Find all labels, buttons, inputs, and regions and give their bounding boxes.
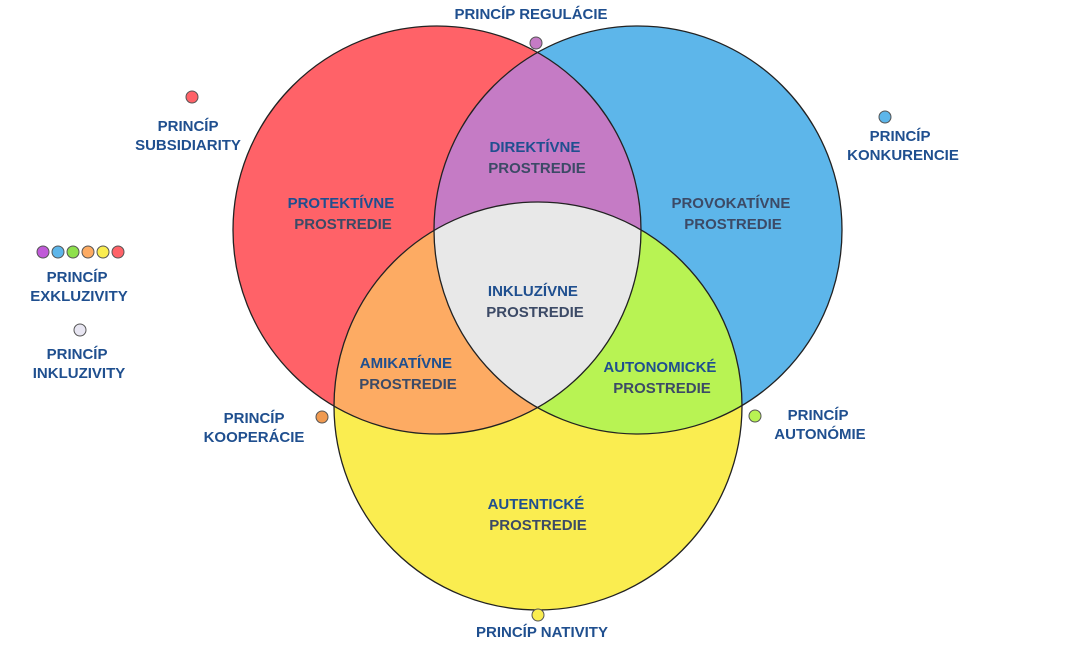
exclusivity-dot [111, 245, 125, 259]
principle-regulation-label: PRINCÍP REGULÁCIE [454, 6, 607, 23]
principle-autonomy-label: PRINCÍP AUTONÓMIE [774, 407, 865, 443]
zone-provocative: PROVOKATÍVNE PROSTREDIE [671, 195, 794, 233]
exclusivity-dot [96, 245, 110, 259]
exclusivity-dot [81, 245, 95, 259]
zone-directive: DIREKTÍVNE PROSTREDIE [488, 139, 586, 177]
principle-exclusivity-dots [36, 245, 125, 259]
zone-protective: PROTEKTÍVNE PROSTREDIE [288, 195, 399, 233]
zone-autonomic: AUTONOMICKÉ PROSTREDIE [603, 359, 720, 397]
exclusivity-dot [51, 245, 65, 259]
principle-cooperation-dot [315, 410, 329, 424]
principle-cooperation-label: PRINCÍP KOOPERÁCIE [204, 410, 305, 446]
principle-autonomy-dot [748, 409, 762, 423]
principle-nativity-label: PRINCÍP NATIVITY [476, 624, 608, 641]
principle-exclusivity-label: PRINCÍP EXKLUZIVITY [30, 269, 128, 305]
zone-inclusive: INKLUZÍVNE PROSTREDIE [486, 283, 584, 321]
principle-nativity-dot [531, 608, 545, 622]
principle-competition-label: PRINCÍP KONKURENCIE [847, 128, 959, 164]
zone-amicative: AMIKATÍVNE PROSTREDIE [359, 355, 457, 393]
exclusivity-dot [36, 245, 50, 259]
principle-subsidiarity-dot [185, 90, 199, 104]
principle-regulation-dot [529, 36, 543, 50]
exclusivity-dot [66, 245, 80, 259]
principle-inclusivity-label: PRINCÍP INKLUZIVITY [33, 346, 126, 382]
principle-subsidiarity-label: PRINCÍP SUBSIDIARITY [135, 118, 241, 154]
principle-inclusivity-dot [73, 323, 87, 337]
zone-authentic: AUTENTICKÉ PROSTREDIE [488, 496, 589, 534]
principle-competition-dot [878, 110, 892, 124]
